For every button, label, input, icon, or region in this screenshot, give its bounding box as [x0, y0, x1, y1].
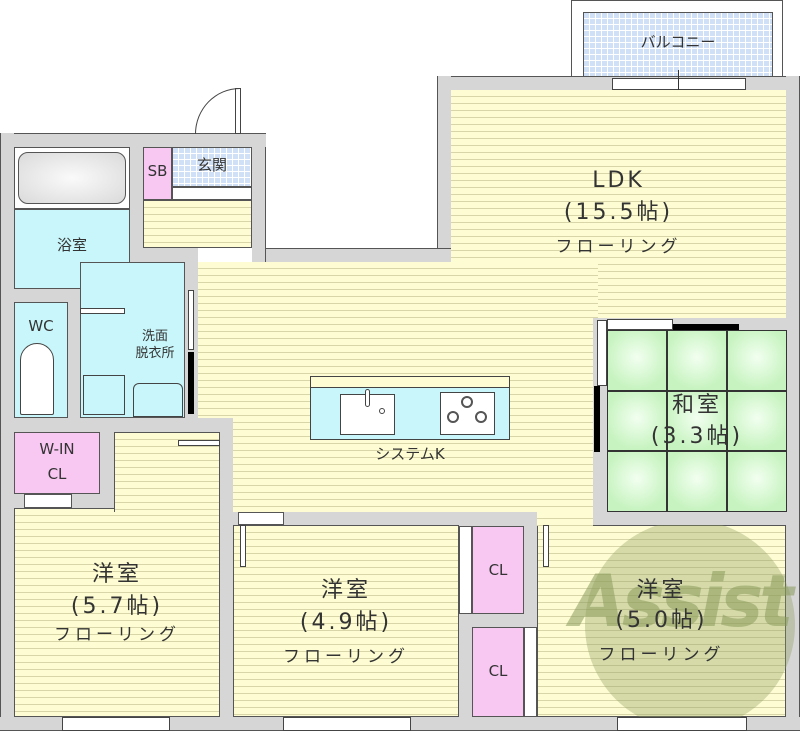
western-room-2: [233, 525, 459, 717]
western-room-3: [537, 525, 786, 717]
burner: [461, 396, 473, 408]
washroom-label-1: 洗面: [141, 329, 168, 344]
tatami-mat: [667, 330, 727, 391]
wall-wc-right: [68, 302, 80, 418]
bathroom-label: 浴室: [56, 236, 87, 254]
entrance: [172, 147, 252, 187]
wall-wic: [14, 418, 232, 432]
western-room-1-flooring: フローリング: [54, 625, 180, 645]
washitsu-top-opening: [673, 324, 739, 330]
washitsu-name: 和室: [671, 393, 722, 418]
washitsu-size: (3.3帖): [650, 424, 744, 449]
wall-top-left: [0, 133, 266, 147]
washitsu-grid: [607, 330, 787, 512]
ldk-name: LDK: [592, 168, 645, 193]
room-1-door[interactable]: [178, 440, 220, 446]
washroom-label-2: 脱衣所: [135, 346, 175, 361]
wic-label-2: CL: [47, 465, 67, 483]
entrance-label: 玄関: [196, 156, 227, 174]
western-room-2-size: (4.9帖): [299, 610, 393, 635]
shoe-box: [143, 147, 172, 200]
washing-machine-icon: [83, 375, 125, 415]
wall-courtyard-bottom: [265, 248, 451, 262]
closet-1-label: CL: [488, 561, 508, 579]
western-room-3-name: 洋室: [636, 578, 687, 603]
western-room-1-size: (5.7帖): [70, 594, 164, 619]
closet-2-doors[interactable]: [524, 627, 537, 717]
wall-entrance-right: [252, 133, 266, 262]
room-2-door[interactable]: [240, 525, 246, 567]
shoe-box-label: SB: [147, 162, 168, 180]
room-3-door[interactable]: [543, 525, 549, 567]
burner: [475, 411, 487, 423]
washitsu-left-opening: [594, 386, 600, 452]
closet-2: [472, 627, 524, 717]
tatami-mat: [667, 390, 727, 452]
balcony: [583, 12, 773, 78]
watermark-text: Assist: [570, 559, 793, 643]
step: [172, 187, 252, 200]
western-room-3-flooring: フローリング: [598, 645, 725, 665]
watermark-logo: [585, 520, 795, 730]
window-mullion: [678, 70, 679, 98]
western-room-2-name: 洋室: [320, 578, 371, 603]
wall-left: [0, 133, 14, 731]
tatami-mat: [727, 390, 787, 452]
burner: [447, 411, 459, 423]
tatami-mat: [607, 390, 667, 452]
wic-door[interactable]: [24, 494, 72, 508]
sliding-door-wash[interactable]: [188, 290, 194, 350]
toilet-label: WC: [28, 317, 54, 335]
closet-1: [472, 526, 524, 614]
window-room-1: [62, 717, 170, 731]
counter-back: [311, 377, 509, 388]
tatami-mat: [727, 330, 787, 391]
western-room-1-name: 洋室: [91, 562, 142, 587]
toilet-icon: [20, 343, 54, 415]
sink-icon: [340, 389, 395, 435]
balcony-window: [612, 78, 746, 90]
western-room-1: [14, 508, 220, 717]
washitsu-sliding-door-top[interactable]: [607, 319, 673, 330]
wall-room1-right: [220, 418, 233, 717]
tatami-mat: [607, 451, 667, 512]
tatami-mat: [727, 451, 787, 512]
window-room-2: [283, 717, 411, 731]
wall-wic-right: [100, 418, 114, 508]
stove-icon: [440, 392, 495, 435]
wash-wall-opening: [188, 352, 194, 414]
western-room-1-upper: [114, 432, 220, 512]
wc-door[interactable]: [80, 308, 125, 314]
tatami-mat: [607, 330, 667, 391]
kitchen-counter: [310, 376, 510, 440]
wall-room2-top: [233, 512, 599, 525]
western-room-3-doorzone: [537, 512, 593, 526]
faucet: [365, 389, 370, 407]
wall-ldk-left-upper: [437, 76, 451, 258]
room-2-doorway: [238, 512, 284, 525]
ldk-flooring: フローリング: [555, 237, 682, 257]
washitsu-sliding-door-left[interactable]: [597, 320, 607, 386]
wall-bath-bottom: [14, 289, 84, 302]
walk-in-closet: [14, 432, 100, 494]
ldk-floor-lower: [198, 262, 598, 512]
tatami-mat: [667, 451, 727, 512]
closet-2-label: CL: [488, 662, 508, 680]
hall-wall: [143, 248, 198, 262]
balcony-label: バルコニー: [640, 33, 716, 51]
ldk-size: (15.5帖): [563, 200, 674, 225]
western-room-2-flooring: フローリング: [283, 647, 409, 667]
hall: [143, 200, 252, 248]
window-room-3: [617, 717, 747, 731]
bathtub-icon: [18, 152, 126, 204]
wic-label-1: W-IN: [39, 440, 75, 458]
western-room-3-size: (5.0帖): [615, 608, 708, 633]
closet-1-doors[interactable]: [459, 526, 472, 614]
drain: [379, 408, 385, 414]
kitchen-label: システムK: [375, 445, 445, 463]
vanity-sink-icon: [133, 383, 183, 417]
